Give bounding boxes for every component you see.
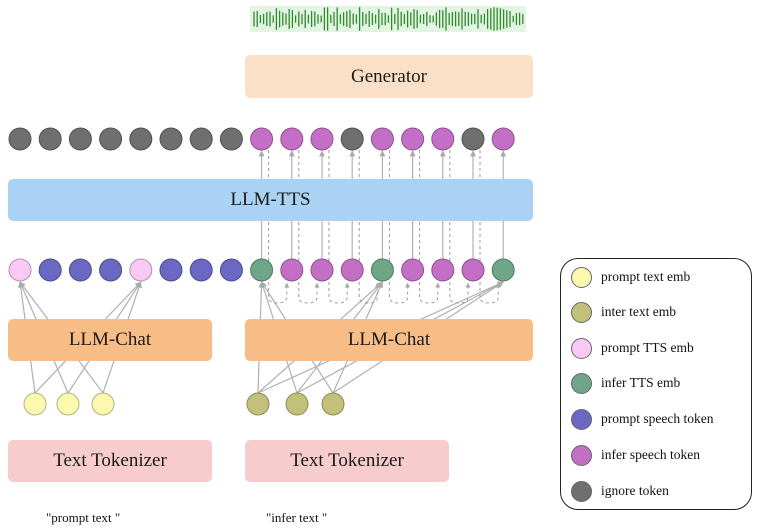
legend-item-infer-tts-emb: infer TTS emb [571, 370, 680, 396]
feedback-arrow [328, 150, 350, 304]
prompt-tts-emb-swatch [571, 337, 592, 359]
waveform-icon [250, 6, 526, 32]
input-token-prompt-speech-token [219, 258, 243, 282]
text-tokenizer-left-box: Text Tokenizer [8, 440, 212, 482]
output-token-ignore-token [219, 127, 243, 151]
prompt-speech-token-swatch [571, 408, 592, 430]
feedback-arrow [449, 150, 471, 304]
input-token-prompt-speech-token [189, 258, 213, 282]
inter-text-emb-node [246, 392, 270, 416]
prompt-text-input: "prompt text " [46, 510, 121, 525]
output-token-infer-speech-token [310, 127, 334, 151]
llm-chat-left-box: LLM-Chat [8, 319, 212, 361]
output-token-ignore-token [99, 127, 123, 151]
legend-label: infer TTS emb [601, 375, 681, 390]
legend-item-infer-speech-token: infer speech token [571, 442, 700, 468]
input-token-infer-speech-token [280, 258, 304, 282]
input-token-prompt-speech-token [159, 258, 183, 282]
infer-text-input: "infer text " [266, 510, 328, 525]
llm-tts-box: LLM-TTS [8, 179, 533, 221]
input-token-infer-speech-token [431, 258, 455, 282]
output-token-ignore-token [159, 127, 183, 151]
legend-label: prompt TTS emb [601, 340, 694, 355]
input-token-prompt-speech-token [99, 258, 123, 282]
legend-label: ignore token [601, 483, 669, 498]
text-tokenizer-right-box: Text Tokenizer [245, 440, 449, 482]
legend-item-prompt-tts-emb: prompt TTS emb [571, 335, 694, 361]
prompt-text-emb-node [91, 392, 115, 416]
legend-label: inter text emb [601, 304, 676, 319]
prompt-text-emb-node [23, 392, 47, 416]
output-token-infer-speech-token [491, 127, 515, 151]
input-token-infer-speech-token [461, 258, 485, 282]
output-token-ignore-token [129, 127, 153, 151]
input-token-infer-tts-emb [370, 258, 394, 282]
output-token-infer-speech-token [280, 127, 304, 151]
inter-text-emb-node [321, 392, 345, 416]
input-token-infer-tts-emb [491, 258, 515, 282]
inter-text-emb-node [285, 392, 309, 416]
generator-box: Generator [245, 55, 533, 98]
legend-label: infer speech token [601, 447, 700, 462]
infer-speech-token-swatch [571, 444, 592, 466]
input-token-prompt-speech-token [68, 258, 92, 282]
input-token-infer-speech-token [340, 258, 364, 282]
output-token-ignore-token [461, 127, 485, 151]
feedback-arrow [479, 150, 501, 304]
output-token-ignore-token [189, 127, 213, 151]
legend-item-inter-text-emb: inter text emb [571, 299, 676, 325]
output-token-ignore-token [38, 127, 62, 151]
input-token-prompt-tts-emb [8, 258, 32, 282]
input-token-infer-speech-token [310, 258, 334, 282]
input-token-prompt-speech-token [38, 258, 62, 282]
feedback-arrow [358, 150, 380, 304]
legend-label: prompt speech token [601, 411, 714, 426]
output-token-ignore-token [68, 127, 92, 151]
ignore-token-swatch [571, 480, 592, 502]
input-token-prompt-tts-emb [129, 258, 153, 282]
output-token-infer-speech-token [370, 127, 394, 151]
output-token-infer-speech-token [250, 127, 274, 151]
legend-item-ignore-token: ignore token [571, 478, 669, 504]
output-token-ignore-token [8, 127, 32, 151]
feedback-arrow [298, 150, 320, 304]
legend-label: prompt text emb [601, 269, 691, 284]
legend-item-prompt-speech-token: prompt speech token [571, 406, 713, 432]
feedback-arrow [419, 150, 441, 304]
legend: prompt text emb inter text emb prompt TT… [560, 258, 752, 510]
inter-text-emb-swatch [571, 301, 592, 323]
infer-tts-emb-swatch [571, 372, 592, 394]
legend-item-prompt-text-emb: prompt text emb [571, 264, 690, 290]
output-token-infer-speech-token [431, 127, 455, 151]
token-nodes [8, 127, 515, 416]
input-token-infer-tts-emb [250, 258, 274, 282]
input-token-infer-speech-token [401, 258, 425, 282]
output-token-ignore-token [340, 127, 364, 151]
feedback-arrow [388, 150, 411, 304]
feedback-arrow [268, 150, 290, 304]
prompt-text-emb-swatch [571, 266, 592, 288]
llm-chat-right-box: LLM-Chat [245, 319, 533, 361]
prompt-text-emb-node [56, 392, 80, 416]
output-token-infer-speech-token [401, 127, 425, 151]
